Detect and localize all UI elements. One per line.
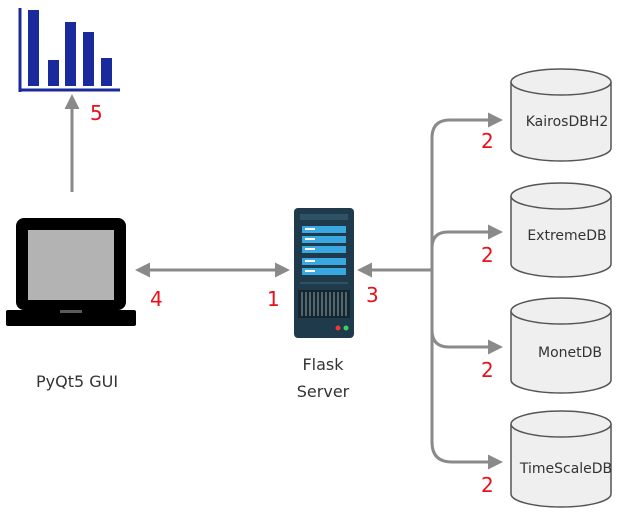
step-number-1: 1 — [267, 287, 280, 311]
step-number-2: 2 — [481, 243, 494, 267]
database-kairosdbh2: KairosDBH2 — [510, 68, 612, 162]
server-label-line2: Server — [297, 382, 350, 401]
step-number-5: 5 — [90, 101, 103, 125]
chart-bar — [83, 32, 94, 86]
laptop-notch — [60, 310, 82, 313]
step-number-2: 2 — [481, 129, 494, 153]
database-cylinder-icon — [510, 196, 612, 278]
database-extremedb: ExtremeDB — [510, 182, 612, 278]
server-label-line1: Flask — [302, 355, 344, 374]
step-number-4: 4 — [150, 287, 163, 311]
laptop-screen — [28, 230, 114, 300]
laptop-base — [6, 310, 136, 326]
server-vent — [298, 290, 350, 318]
chart-bar — [101, 58, 112, 86]
server-icon — [294, 208, 354, 338]
server-db-connectors — [357, 112, 503, 470]
gui-label: PyQt5 GUI — [36, 372, 118, 391]
step-number-3: 3 — [366, 283, 379, 307]
bar-chart-icon — [18, 8, 120, 92]
step-number-2: 2 — [481, 358, 494, 382]
database-timescaledb: TimeScaleDB — [510, 410, 612, 508]
database-label: MonetDB — [538, 345, 602, 361]
laptop-icon — [6, 218, 136, 326]
chart-bar — [65, 22, 76, 86]
database-cylinder-icon — [510, 311, 612, 394]
database-monetdb: MonetDB — [510, 297, 612, 394]
step-number-2: 2 — [481, 473, 494, 497]
database-cylinder-icon — [510, 82, 612, 162]
database-label: TimeScaleDB — [519, 461, 612, 477]
server-led-green — [343, 325, 349, 331]
server-led-red — [335, 325, 341, 331]
database-label: KairosDBH2 — [526, 114, 609, 130]
database-label: ExtremeDB — [527, 228, 606, 244]
database-cylinder-icon — [510, 424, 612, 508]
chart-bar — [28, 10, 39, 86]
chart-bar — [48, 60, 59, 86]
